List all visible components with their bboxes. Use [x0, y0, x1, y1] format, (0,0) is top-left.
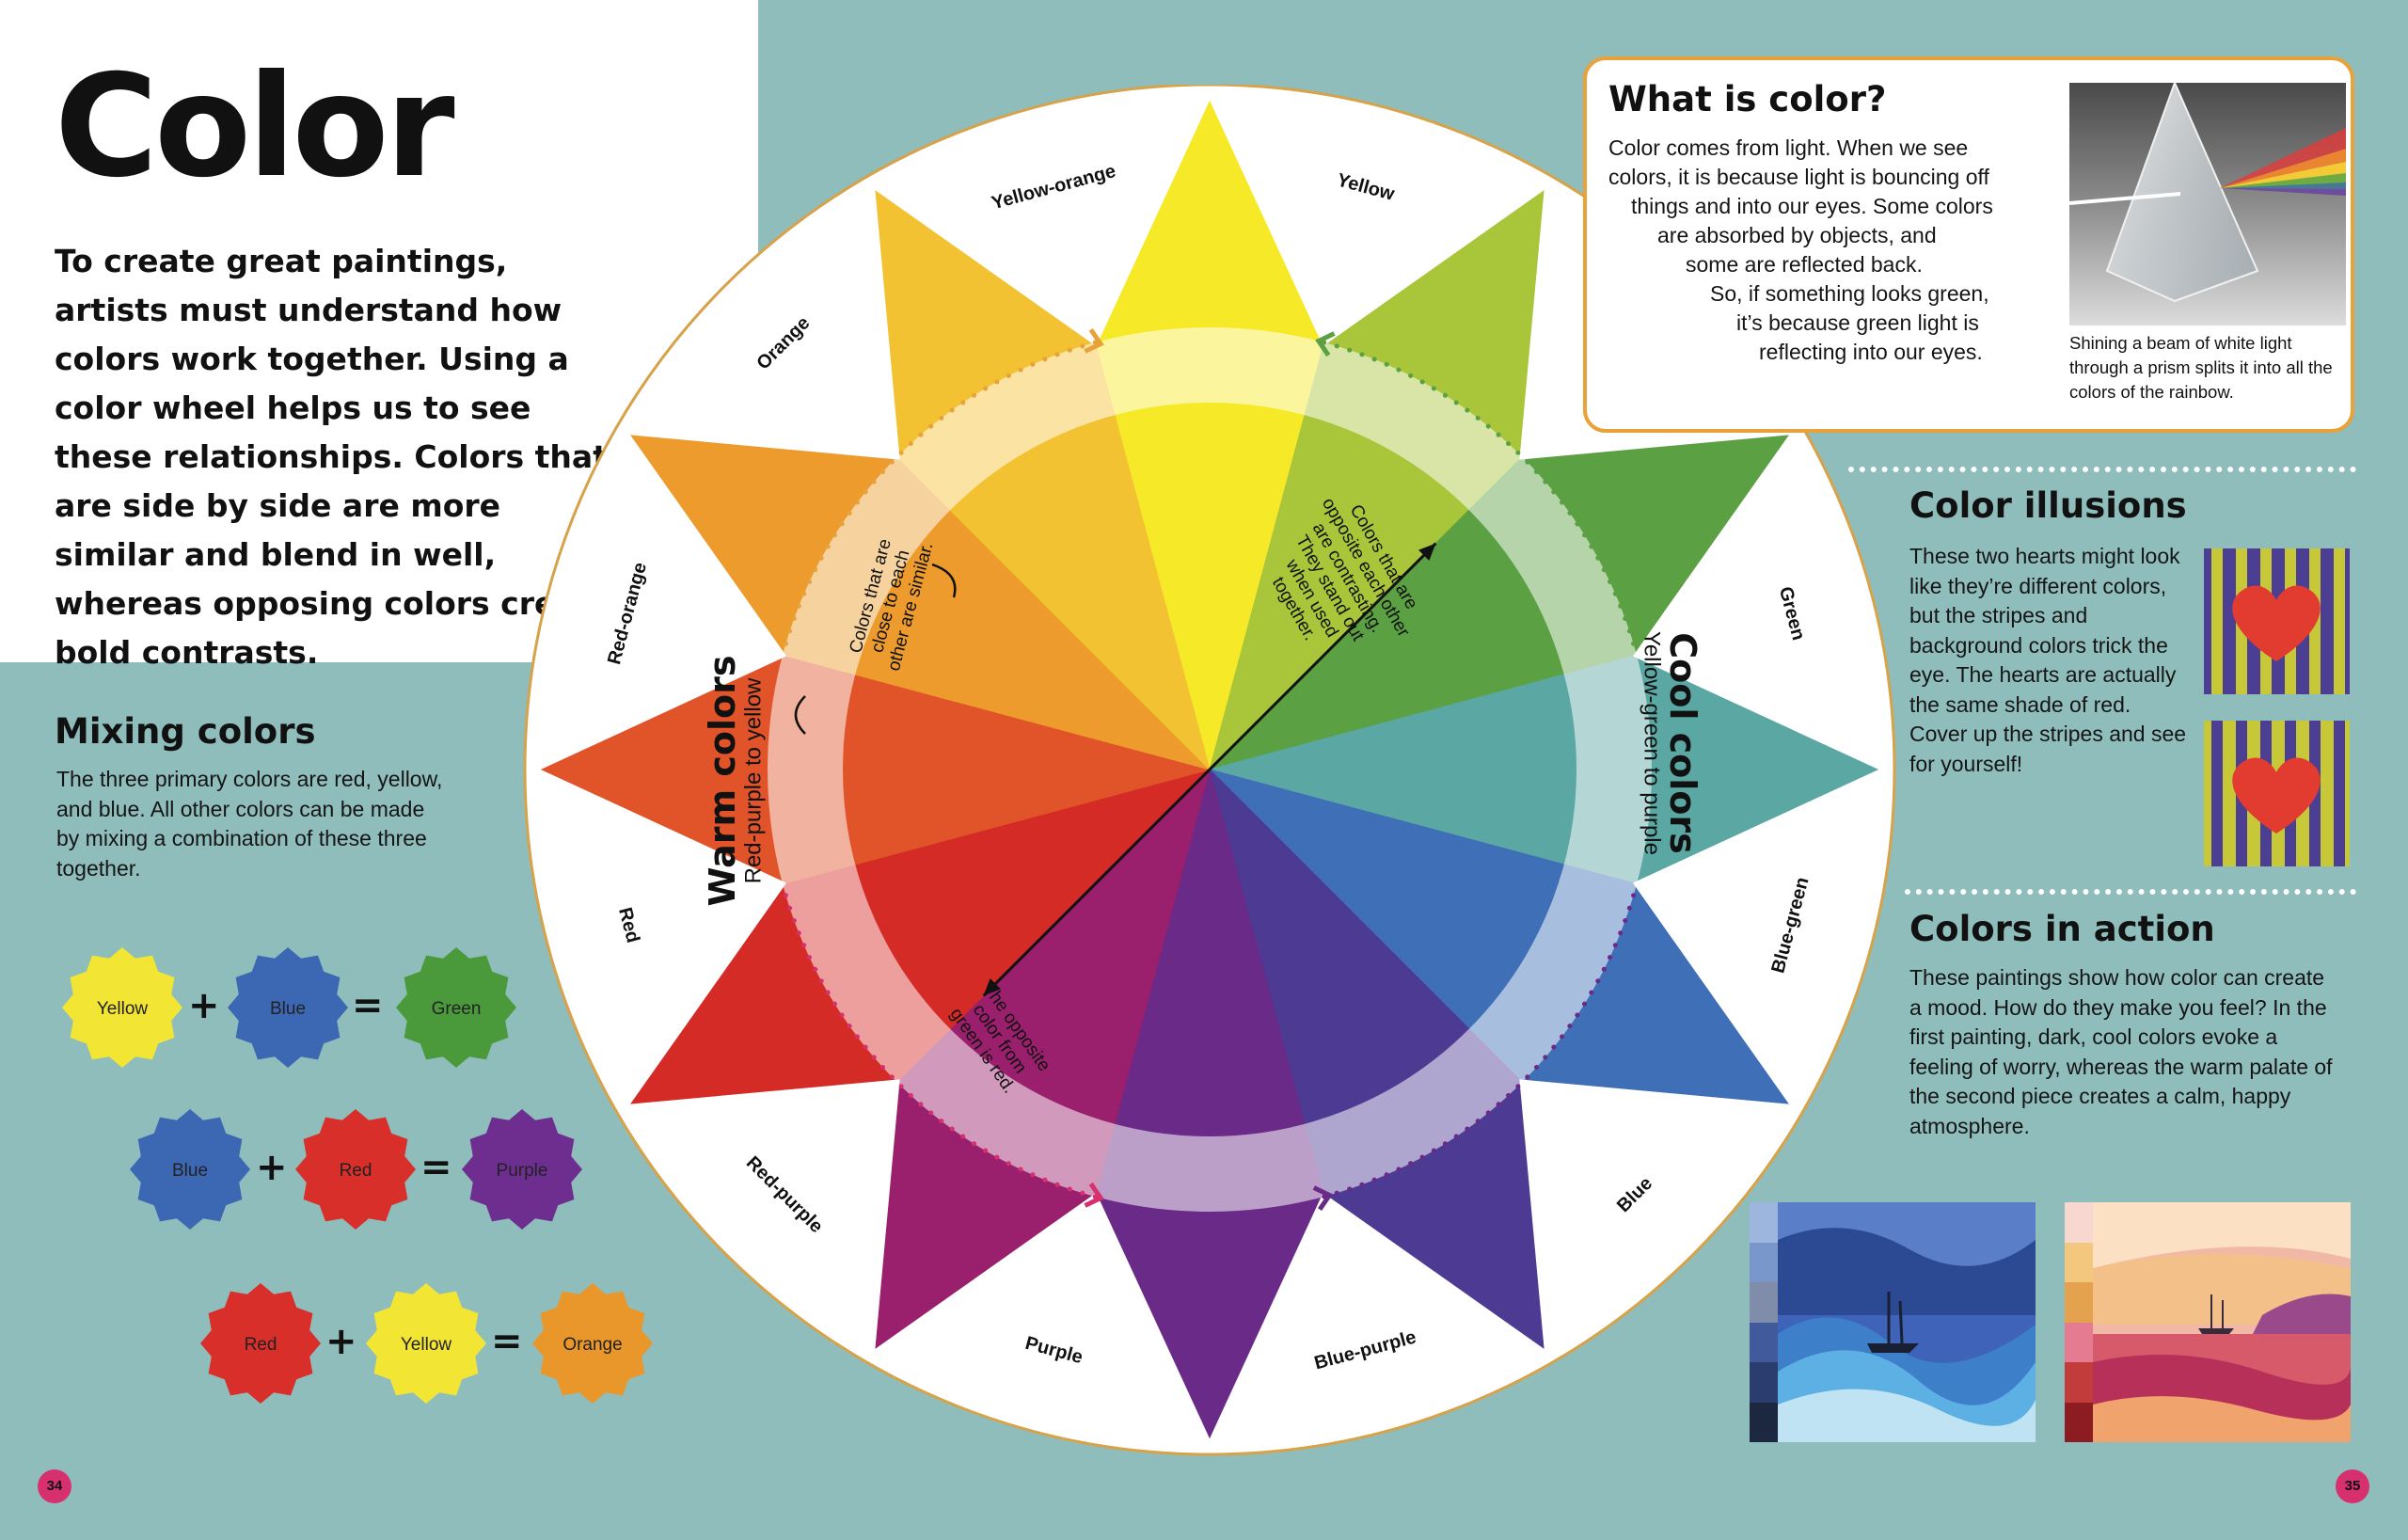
equals-sign: =: [352, 984, 384, 1027]
page-number-left: 34: [38, 1469, 71, 1503]
arrowhead: [1312, 1185, 1334, 1212]
what-is-color-line: it’s because green light is: [1736, 310, 1979, 335]
cool-swatch-strip: [1750, 1202, 1778, 1442]
intro-text: To create great paintings, artists must …: [55, 243, 612, 671]
color-burst-label: Red: [245, 1335, 277, 1355]
cool-swatch: [1750, 1362, 1778, 1403]
painting-sunset-sea: [2065, 1202, 2351, 1442]
divider-dotted-2: [1905, 889, 2356, 895]
arrowhead: [1084, 327, 1104, 354]
mixing-title: Mixing colors: [55, 711, 316, 752]
curve-arrow: [931, 563, 957, 598]
temperature-ring: [768, 327, 1652, 1212]
color-burst-label: Yellow: [97, 999, 149, 1019]
equals-sign: =: [420, 1146, 452, 1189]
plus-sign: +: [256, 1146, 288, 1189]
warm-swatch: [2065, 1202, 2093, 1243]
cool-arrow-upper: [1322, 340, 1640, 658]
color-burst-label: Blue: [172, 1161, 208, 1181]
divider-dotted: [1848, 467, 2356, 472]
equals-sign: =: [491, 1320, 523, 1363]
color-wheel: YellowYellow-greenGreenBlue-greenBlueBlu…: [523, 85, 1896, 1456]
mixing-text: The three primary colors are red, yellow…: [56, 767, 443, 881]
heart-illusion-yellow: [2204, 721, 2350, 866]
in-action-text: These paintings show how color can creat…: [1909, 965, 2333, 1138]
color-burst: [62, 947, 182, 1068]
color-burst-label: Blue: [270, 999, 306, 1019]
what-is-color-line: are absorbed by objects, and: [1657, 223, 1937, 247]
what-is-color-line: So, if something looks green,: [1710, 281, 1989, 306]
what-is-color-line: things and into our eyes. Some colors: [1631, 194, 1993, 218]
color-burst: [130, 1109, 250, 1230]
color-burst-label: Orange: [562, 1335, 622, 1355]
color-burst-label: Red: [340, 1161, 372, 1181]
warm-colors-label: Warm colorsRed-purple to yellow: [702, 656, 767, 907]
arrowhead: [1418, 543, 1436, 561]
prism-photo: [2069, 83, 2346, 325]
color-burst: [462, 1109, 582, 1230]
in-action-title: Colors in action: [1909, 909, 2215, 949]
warm-swatch-strip: [2065, 1202, 2093, 1442]
prism-caption: Shining a beam of white light through a …: [2069, 333, 2333, 402]
color-burst-label: Green: [432, 999, 482, 1019]
warm-swatch: [2065, 1362, 2093, 1403]
warm-swatch: [2065, 1402, 2093, 1442]
illusions-text: These two hearts might look like they’re…: [1909, 544, 2187, 776]
wheel-segment: [875, 190, 1211, 771]
color-burst: [532, 1283, 653, 1404]
heart-illusion-blue: [2204, 548, 2350, 694]
warm-swatch: [2065, 1242, 2093, 1282]
warm-swatch: [2065, 1322, 2093, 1362]
what-is-color-title: What is color?: [1608, 79, 1887, 119]
color-burst-label: Yellow: [401, 1335, 452, 1355]
warm-arrow-lower: [780, 881, 1098, 1199]
illusions-title: Color illusions: [1909, 485, 2187, 526]
cool-arrow-lower: [1322, 881, 1640, 1199]
warm-swatch: [2065, 1282, 2093, 1323]
cool-swatch: [1750, 1282, 1778, 1323]
curve-arrow: [794, 695, 806, 735]
color-burst-label: Purple: [497, 1161, 548, 1181]
cool-swatch: [1750, 1402, 1778, 1442]
page-number-right: 35: [2336, 1469, 2369, 1503]
what-is-color-line: reflecting into our eyes.: [1759, 340, 1983, 364]
what-is-color-line: colors, it is because light is bouncing …: [1608, 165, 1989, 189]
plus-sign: +: [325, 1320, 357, 1363]
color-burst: [228, 947, 348, 1068]
cool-colors-label: Cool colorsYellow-green to purple: [1639, 631, 1703, 855]
cool-swatch: [1750, 1202, 1778, 1243]
arrowhead: [1315, 331, 1336, 357]
color-burst: [295, 1109, 416, 1230]
what-is-color-line: Color comes from light. When we see: [1608, 135, 1969, 160]
painting-stormy-sea: [1750, 1202, 2036, 1442]
opposite-arrow: [982, 542, 1437, 997]
cool-swatch: [1750, 1242, 1778, 1282]
arrowhead: [983, 978, 1001, 996]
color-burst: [396, 947, 516, 1068]
what-is-color-line: some are reflected back.: [1686, 252, 1923, 277]
cool-swatch: [1750, 1322, 1778, 1362]
arrowhead: [1084, 1182, 1104, 1208]
color-burst: [366, 1283, 486, 1404]
warm-arrow-upper: [780, 340, 1098, 658]
page-title: Color: [55, 45, 455, 209]
color-burst: [200, 1283, 321, 1404]
plus-sign: +: [188, 984, 220, 1027]
